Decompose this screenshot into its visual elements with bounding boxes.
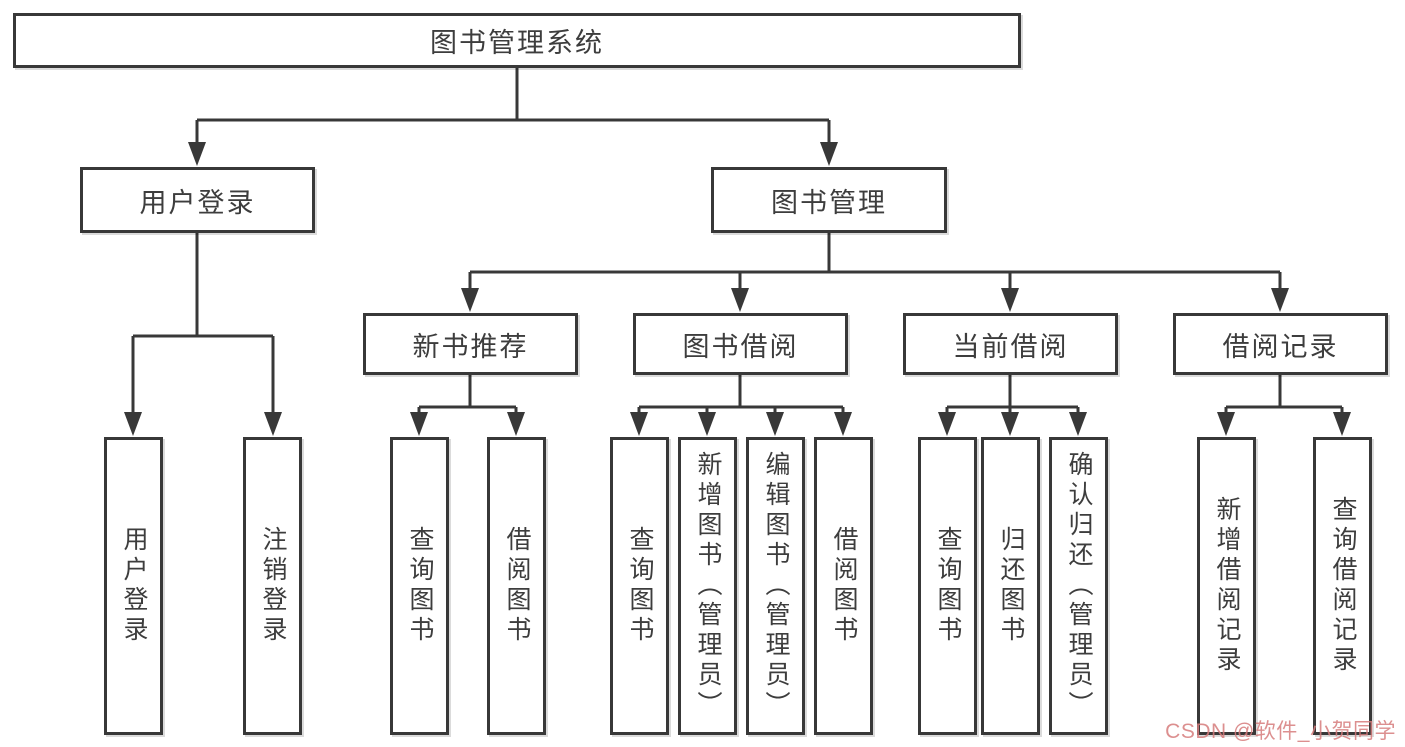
node-label: 用户登录 xyxy=(139,187,256,218)
leaf-label: 注销登录 xyxy=(259,526,287,646)
node-book-borrow: 图书借阅 xyxy=(633,313,848,375)
leaf-label: 新增借阅记录 xyxy=(1213,496,1241,676)
leaf-label: 查询图书 xyxy=(934,526,962,646)
node-label: 图书管理系统 xyxy=(430,28,604,58)
leaf-borrow-add-admin: 新增图书（管理员） xyxy=(678,437,737,735)
csdn-watermark: CSDN @软件_小贺同学 xyxy=(1165,720,1396,743)
node-root-system: 图书管理系统 xyxy=(13,13,1021,68)
node-user-login: 用户登录 xyxy=(80,167,315,233)
leaf-label: 用户登录 xyxy=(120,526,148,646)
leaf-label: 查询借阅记录 xyxy=(1329,496,1357,676)
leaf-borrow-edit-admin: 编辑图书（管理员） xyxy=(746,437,805,735)
leaf-label: 借阅图书 xyxy=(830,526,858,646)
leaf-current-query: 查询图书 xyxy=(918,437,977,735)
leaf-label: 归还图书 xyxy=(997,526,1025,646)
leaf-current-confirm-return-admin: 确认归还（管理员） xyxy=(1049,437,1108,735)
node-label: 借阅记录 xyxy=(1222,331,1339,362)
node-label: 图书管理 xyxy=(771,187,887,218)
leaf-newbooks-query: 查询图书 xyxy=(390,437,449,735)
leaf-label: 新增图书（管理员） xyxy=(694,451,722,721)
leaf-records-query: 查询借阅记录 xyxy=(1313,437,1372,735)
leaf-label: 查询图书 xyxy=(626,526,654,646)
leaf-label: 查询图书 xyxy=(406,526,434,646)
leaf-current-return: 归还图书 xyxy=(981,437,1040,735)
leaf-label: 借阅图书 xyxy=(503,526,531,646)
node-label: 当前借阅 xyxy=(952,331,1069,362)
leaf-borrow-book: 借阅图书 xyxy=(814,437,873,735)
leaf-label: 确认归还（管理员） xyxy=(1065,451,1093,721)
leaf-records-add: 新增借阅记录 xyxy=(1197,437,1256,735)
leaf-newbooks-borrow: 借阅图书 xyxy=(487,437,546,735)
node-new-book-recommend: 新书推荐 xyxy=(363,313,578,375)
node-label: 图书借阅 xyxy=(682,331,799,362)
node-book-management: 图书管理 xyxy=(711,167,947,233)
node-current-borrow: 当前借阅 xyxy=(903,313,1118,375)
leaf-logout: 注销登录 xyxy=(243,437,302,735)
leaf-label: 编辑图书（管理员） xyxy=(762,451,790,721)
leaf-borrow-query: 查询图书 xyxy=(610,437,669,735)
node-borrow-records: 借阅记录 xyxy=(1173,313,1388,375)
node-label: 新书推荐 xyxy=(412,331,529,362)
leaf-user-login: 用户登录 xyxy=(104,437,163,735)
